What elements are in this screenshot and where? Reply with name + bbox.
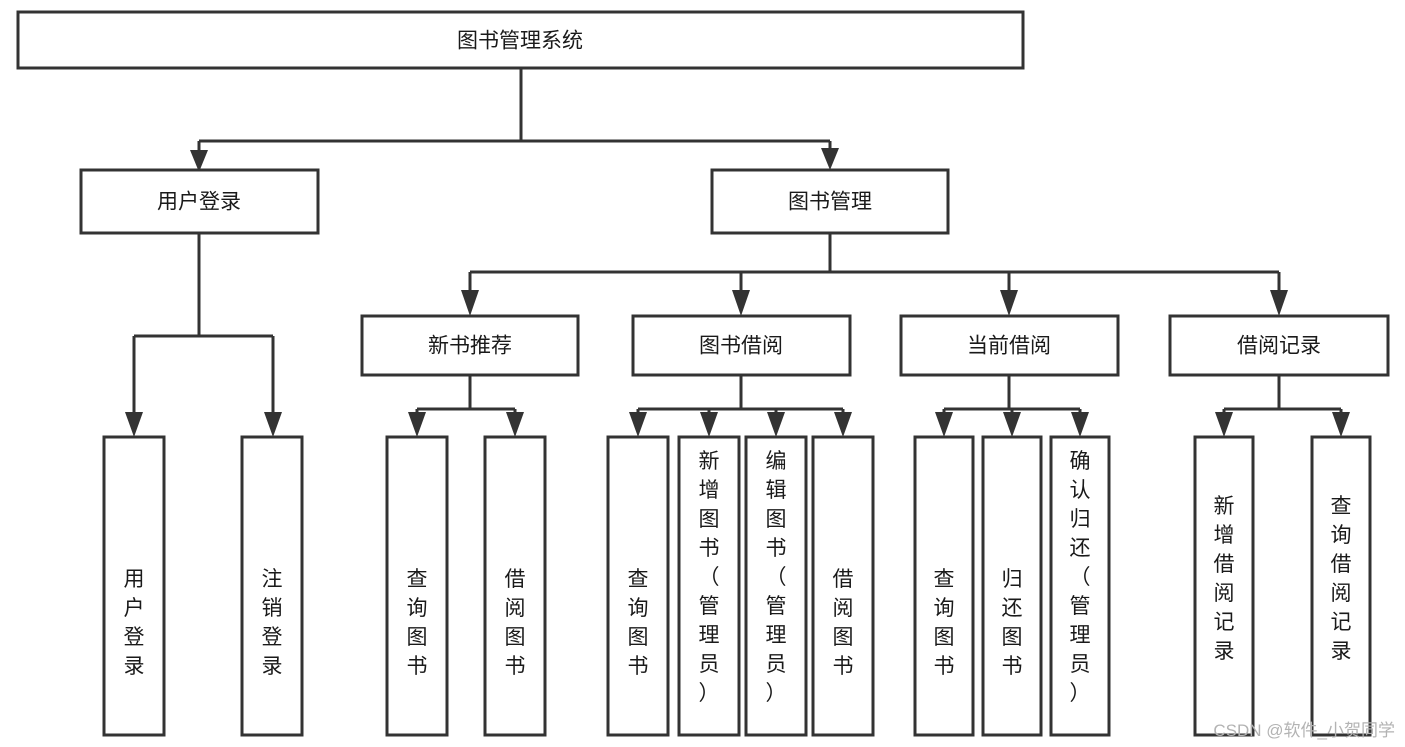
node-borrow-record[interactable]: 借阅记录 — [1168, 314, 1390, 377]
node-leaf-borrow-book-2[interactable]: 借阅图书 — [811, 435, 875, 737]
node-leaf-query-record-rect[interactable] — [1310, 435, 1372, 737]
node-leaf-query-book-3[interactable]: 查询图书 — [913, 435, 975, 737]
node-user-login-label: 用户登录 — [157, 191, 241, 214]
node-leaf-query-record-label: 查询借阅记录 — [1331, 495, 1352, 663]
node-leaf-confirm-return[interactable]: 确认归还（管理员） — [1049, 435, 1111, 737]
node-new-book-recommend-label: 新书推荐 — [428, 335, 512, 358]
node-leaf-user-login[interactable]: 用户登录 — [102, 435, 166, 737]
node-title-label: 图书管理系统 — [457, 30, 583, 53]
arrowhead-leaf-query-book-3 — [935, 412, 953, 437]
node-leaf-add-record-rect[interactable] — [1193, 435, 1255, 737]
node-book-management-label: 图书管理 — [788, 191, 872, 214]
node-leaf-query-book-2-label: 查询图书 — [628, 568, 649, 678]
arrowhead-leaf-borrow-book-1 — [506, 412, 524, 437]
node-leaf-logout-rect[interactable] — [240, 435, 304, 737]
node-borrow-record-label: 借阅记录 — [1237, 335, 1321, 358]
node-leaf-query-record[interactable]: 查询借阅记录 — [1310, 435, 1372, 737]
node-title-rect[interactable] — [16, 10, 1025, 70]
node-user-login[interactable]: 用户登录 — [79, 168, 320, 235]
node-leaf-confirm-return-label: 确认归还（管理员） — [1070, 450, 1091, 705]
csdn-watermark: CSDN @软件_小贺同学 — [1213, 721, 1395, 740]
node-leaf-return-book-label: 归还图书 — [1002, 568, 1023, 678]
arrowhead-book-borrow — [732, 290, 750, 316]
node-current-borrow[interactable]: 当前借阅 — [899, 314, 1120, 377]
node-book-borrow-label: 图书借阅 — [699, 335, 783, 358]
node-leaf-query-book-3-rect[interactable] — [913, 435, 975, 737]
node-book-management-rect[interactable] — [710, 168, 950, 235]
arrowhead-leaf-query-book-2 — [629, 412, 647, 437]
node-leaf-query-book-2-rect[interactable] — [606, 435, 670, 737]
node-leaf-add-record[interactable]: 新增借阅记录 — [1193, 435, 1255, 737]
node-leaf-logout[interactable]: 注销登录 — [240, 435, 304, 737]
node-leaf-add-book-label: 新增图书（管理员） — [699, 450, 720, 705]
arrowhead-leaf-query-record — [1332, 412, 1350, 437]
node-title[interactable]: 图书管理系统 — [16, 10, 1025, 70]
node-leaf-query-book-1-rect[interactable] — [385, 435, 449, 737]
node-leaf-query-book-3-label: 查询图书 — [934, 568, 955, 678]
node-leaf-borrow-book-1-label: 借阅图书 — [505, 568, 526, 678]
arrowhead-current-borrow — [1000, 290, 1018, 316]
arrowhead-borrow-record — [1270, 290, 1288, 316]
node-leaf-add-book[interactable]: 新增图书（管理员） — [677, 435, 741, 737]
arrowhead-user-login — [190, 150, 208, 172]
connector-layer — [125, 68, 1350, 437]
node-leaf-query-book-1-label: 查询图书 — [407, 568, 428, 678]
node-user-login-rect[interactable] — [79, 168, 320, 235]
node-leaf-borrow-book-2-label: 借阅图书 — [833, 568, 854, 678]
arrowhead-leaf-confirm-return — [1071, 412, 1089, 437]
node-current-borrow-label: 当前借阅 — [967, 335, 1051, 358]
arrowhead-new-book-recommend — [461, 290, 479, 316]
node-leaf-user-login-rect[interactable] — [102, 435, 166, 737]
arrowhead-leaf-query-book-1 — [408, 412, 426, 437]
node-book-borrow-rect[interactable] — [631, 314, 852, 377]
node-leaf-user-login-label: 用户登录 — [124, 568, 145, 678]
node-leaf-add-record-label: 新增借阅记录 — [1214, 495, 1235, 663]
arrowhead-leaf-borrow-book-2 — [834, 412, 852, 437]
node-leaf-borrow-book-1-rect[interactable] — [483, 435, 547, 737]
arrowhead-leaf-logout — [264, 412, 282, 437]
node-book-borrow[interactable]: 图书借阅 — [631, 314, 852, 377]
node-leaf-borrow-book-2-rect[interactable] — [811, 435, 875, 737]
node-leaf-confirm-return-rect[interactable] — [1049, 435, 1111, 737]
arrowhead-leaf-add-book — [700, 412, 718, 437]
node-leaf-edit-book-rect[interactable] — [744, 435, 808, 737]
node-leaf-query-book-1[interactable]: 查询图书 — [385, 435, 449, 737]
node-leaf-logout-label: 注销登录 — [262, 568, 283, 678]
arrowhead-leaf-user-login — [125, 412, 143, 437]
node-leaf-add-book-rect[interactable] — [677, 435, 741, 737]
node-new-book-recommend-rect[interactable] — [360, 314, 580, 377]
arrowhead-leaf-return-book — [1003, 412, 1021, 437]
node-leaf-query-book-2[interactable]: 查询图书 — [606, 435, 670, 737]
node-book-management[interactable]: 图书管理 — [710, 168, 950, 235]
node-leaf-return-book[interactable]: 归还图书 — [981, 435, 1043, 737]
node-leaf-edit-book-label: 编辑图书（管理员） — [766, 450, 787, 705]
arrowhead-leaf-edit-book — [767, 412, 785, 437]
node-new-book-recommend[interactable]: 新书推荐 — [360, 314, 580, 377]
arrowhead-book-management — [821, 148, 839, 170]
node-leaf-edit-book[interactable]: 编辑图书（管理员） — [744, 435, 808, 737]
arrowhead-leaf-add-record — [1215, 412, 1233, 437]
node-leaf-borrow-book-1[interactable]: 借阅图书 — [483, 435, 547, 737]
node-borrow-record-rect[interactable] — [1168, 314, 1390, 377]
node-leaf-return-book-rect[interactable] — [981, 435, 1043, 737]
node-current-borrow-rect[interactable] — [899, 314, 1120, 377]
